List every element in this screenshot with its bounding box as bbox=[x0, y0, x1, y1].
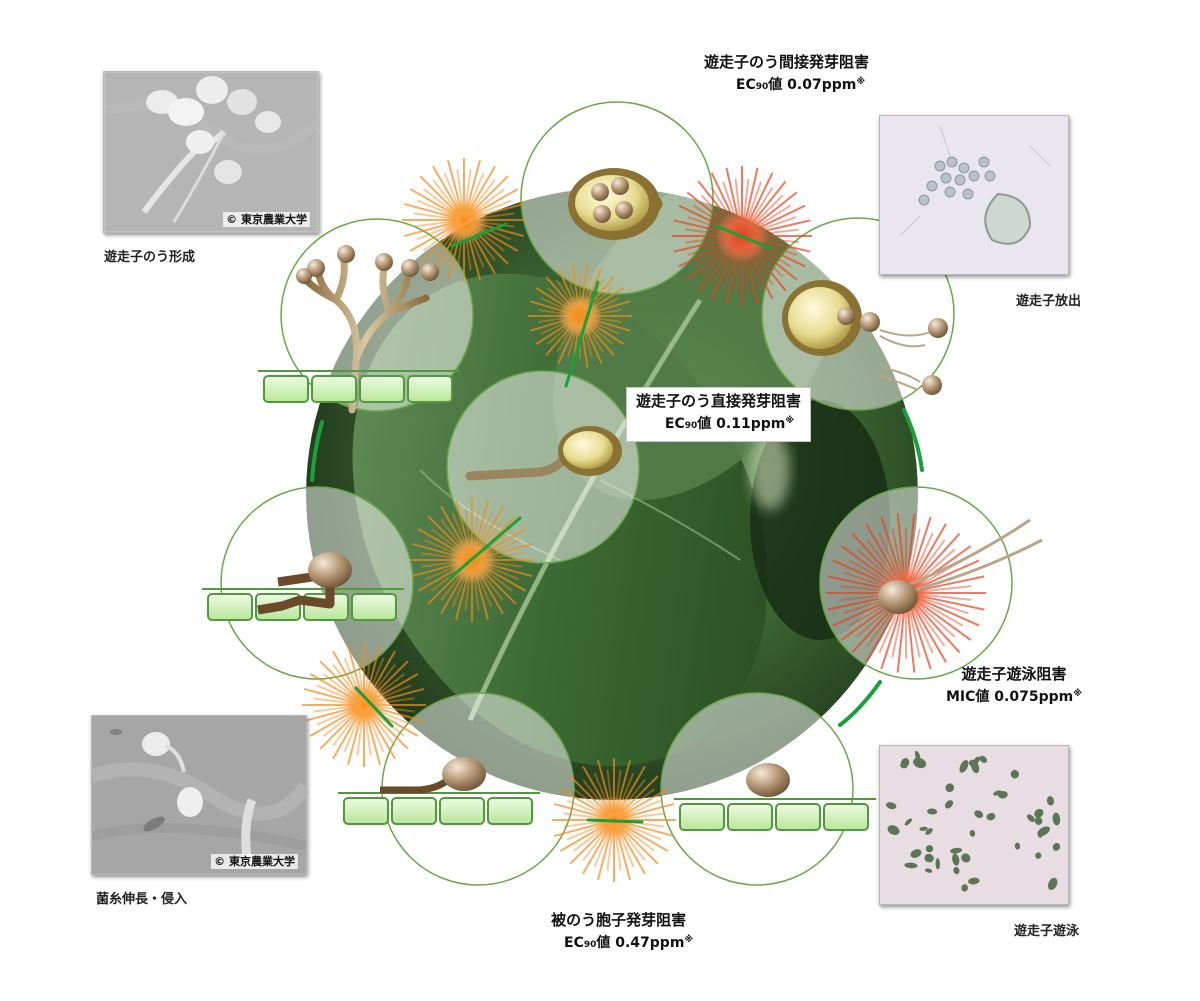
indirect-title: 遊走子のう間接発芽阻害 bbox=[704, 52, 869, 72]
copyright-credit: © 東京農業大学 bbox=[211, 854, 298, 869]
plant-cell bbox=[488, 798, 532, 824]
indirect-value: EC90値 0.07ppm※ bbox=[704, 72, 869, 97]
plant-cell bbox=[776, 804, 820, 830]
swimming-mark: ※ bbox=[1073, 689, 1082, 699]
plant-cell bbox=[264, 376, 308, 402]
swimming-suffix: 値 0.075ppm bbox=[975, 689, 1073, 705]
photo-frame-hyphal: © 東京農業大学 bbox=[91, 715, 307, 875]
caption-zoospore-release: 遊走子放出 bbox=[1016, 290, 1081, 309]
direct-sub: 90 bbox=[685, 421, 698, 431]
encysted-zoospore-illustration bbox=[746, 763, 790, 797]
cyst-title: 被のう胞子発芽阻害 bbox=[544, 910, 693, 930]
burst-orange-top-left bbox=[402, 158, 526, 282]
label-indirect-germination-inhibition: 遊走子のう間接発芽阻害 EC90値 0.07ppm※ bbox=[704, 52, 869, 97]
copyright-credit: © 東京農業大学 bbox=[223, 212, 310, 227]
plant-cell bbox=[312, 376, 356, 402]
plant-cell bbox=[352, 594, 396, 620]
swimming-metric: MIC bbox=[946, 689, 975, 705]
plant-cell bbox=[728, 804, 772, 830]
plant-cell bbox=[680, 804, 724, 830]
indirect-mark: ※ bbox=[856, 77, 865, 87]
photo-frame-sporangium: © 東京農業大学 bbox=[103, 71, 319, 233]
cyst-mark: ※ bbox=[684, 935, 693, 945]
indirect-suffix: 値 0.07ppm bbox=[768, 77, 856, 93]
plant-cell bbox=[824, 804, 868, 830]
direct-mark: ※ bbox=[785, 416, 794, 426]
plant-cell bbox=[408, 376, 452, 402]
indirect-metric: EC bbox=[736, 77, 756, 93]
plant-cell bbox=[208, 594, 252, 620]
burst-core bbox=[440, 196, 488, 244]
swimming-value: MIC値 0.075ppm※ bbox=[946, 684, 1082, 707]
caption-sporangium-formation: 遊走子のう形成 bbox=[104, 246, 195, 265]
burst-core bbox=[558, 294, 601, 337]
label-direct-germination-inhibition: 遊走子のう直接発芽阻害 EC90値 0.11ppm※ bbox=[626, 387, 811, 442]
plant-cell bbox=[344, 798, 388, 824]
direct-metric: EC bbox=[665, 416, 685, 432]
cyst-suffix: 値 0.47ppm bbox=[596, 935, 684, 951]
photo-frame-release bbox=[879, 115, 1069, 275]
direct-suffix: 値 0.11ppm bbox=[697, 416, 785, 432]
indirect-sub: 90 bbox=[756, 82, 769, 92]
plant-cell bbox=[360, 376, 404, 402]
photo-frame-swimming bbox=[879, 745, 1069, 905]
burst-core bbox=[340, 681, 388, 729]
label-cyst-germination-inhibition: 被のう胞子発芽阻害 EC90値 0.47ppm※ bbox=[544, 910, 693, 955]
caption-hyphal-growth: 菌糸伸長・侵入 bbox=[96, 888, 187, 907]
cyst-sub: 90 bbox=[584, 940, 597, 950]
label-swimming-inhibition: 遊走子遊泳阻害 MIC値 0.075ppm※ bbox=[946, 664, 1082, 707]
burst-orange-lower-left bbox=[302, 643, 426, 767]
plant-cell bbox=[392, 798, 436, 824]
plant-cell bbox=[440, 798, 484, 824]
caption-zoospore-swimming: 遊走子遊泳 bbox=[1014, 920, 1079, 939]
cyst-metric: EC bbox=[564, 935, 584, 951]
swimming-title: 遊走子遊泳阻害 bbox=[946, 664, 1082, 684]
direct-title: 遊走子のう直接発芽阻害 bbox=[636, 391, 801, 411]
cyst-value: EC90値 0.47ppm※ bbox=[544, 930, 693, 955]
direct-value: EC90値 0.11ppm※ bbox=[636, 411, 801, 436]
